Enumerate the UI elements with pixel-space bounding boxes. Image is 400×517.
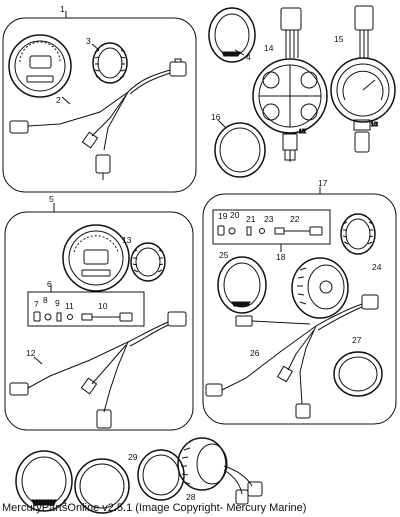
sub-box-6 <box>27 291 145 327</box>
gauge-1 <box>8 34 72 98</box>
trim-ring-13 <box>130 242 166 282</box>
sub-box-18 <box>212 209 331 245</box>
ring-27 <box>333 351 383 397</box>
callout-20: 20 <box>230 210 240 220</box>
callout-4-bottom: 4 <box>62 497 67 507</box>
callout-15: 15 <box>334 34 344 44</box>
gauge-14 <box>252 7 328 162</box>
callout-9: 9 <box>55 298 60 308</box>
callout-2: 2 <box>56 95 61 105</box>
copyright-footer: MercuryPartsOnline v2.5.1 (Image Copyrig… <box>2 502 307 514</box>
callout-17: 17 <box>318 178 328 188</box>
bezel-4-top <box>208 7 256 63</box>
callout-24: 24 <box>372 262 382 272</box>
bezel-16 <box>214 122 266 178</box>
group-box-5 <box>4 211 194 431</box>
callout-22: 22 <box>290 214 300 224</box>
callout-29: 29 <box>128 452 138 462</box>
callout-28: 28 <box>186 492 196 502</box>
callout-21: 21 <box>246 214 256 224</box>
svg-text:1/2: 1/2 <box>371 122 378 128</box>
callout-14: 14 <box>264 43 274 53</box>
callout-16: 16 <box>211 112 221 122</box>
bezel-4-bottom <box>15 450 73 512</box>
callout-1: 1 <box>60 4 65 14</box>
callout-19: 19 <box>218 211 228 221</box>
gauge-5 <box>62 224 130 292</box>
bezel-25 <box>217 256 267 314</box>
gauge-body-17 <box>291 257 349 319</box>
callout-11: 11 <box>65 301 74 311</box>
callout-13: 13 <box>122 235 132 245</box>
harness-12 <box>9 311 187 429</box>
callout-7: 7 <box>34 299 39 309</box>
trim-ring-24 <box>340 213 376 255</box>
ring-30 <box>74 458 130 514</box>
harness-26 <box>205 294 379 419</box>
ring-29 <box>137 449 185 501</box>
callout-6: 6 <box>47 279 52 289</box>
gauge-body-28 <box>177 437 263 505</box>
group-box-17 <box>202 193 397 425</box>
callout-27: 27 <box>352 335 362 345</box>
callout-18: 18 <box>276 252 286 262</box>
callout-26: 26 <box>250 348 260 358</box>
svg-text:1/2: 1/2 <box>299 129 306 135</box>
callout-8: 8 <box>43 295 48 305</box>
harness-2 <box>9 58 187 180</box>
callout-23: 23 <box>264 214 274 224</box>
gauge-15 <box>330 5 396 153</box>
callout-12: 12 <box>26 348 36 358</box>
group-box-1 <box>2 17 197 193</box>
callout-labels: 1 3 2 4 14 15 16 17 5 13 6 7 8 9 11 10 1… <box>26 4 382 507</box>
callout-10: 10 <box>98 301 108 311</box>
callout-5: 5 <box>49 194 54 204</box>
callout-4-top: 4 <box>246 52 251 62</box>
callout-3: 3 <box>86 36 91 46</box>
callout-25: 25 <box>219 250 229 260</box>
trim-ring-3 <box>92 42 128 84</box>
